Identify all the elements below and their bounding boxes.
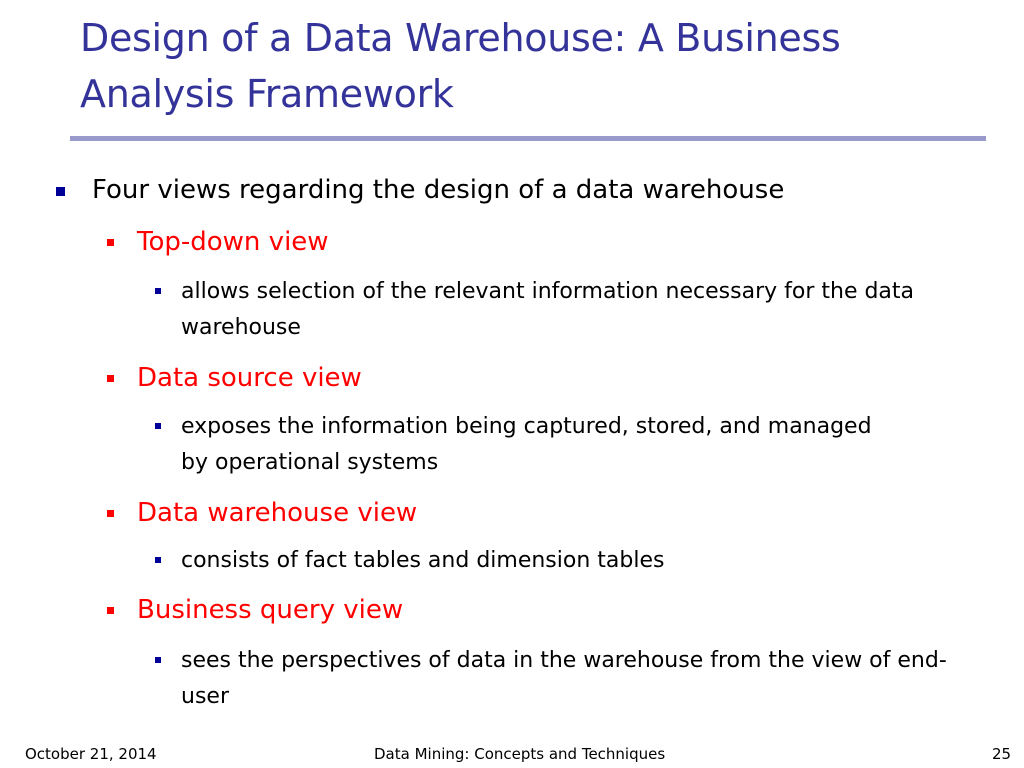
view-heading-text: Top-down view <box>137 227 329 257</box>
view-heading-data-source: Data source view <box>107 360 987 396</box>
view-detail-top-down: allows selection of the relevant informa… <box>155 274 971 346</box>
footer-title: Data Mining: Concepts and Techniques <box>374 745 666 763</box>
view-heading-business-query: Business query view <box>107 592 987 628</box>
view-detail-text: allows selection of the relevant informa… <box>181 279 915 340</box>
view-detail-text: sees the perspectives of data in the war… <box>181 648 947 709</box>
square-bullet-icon <box>155 423 161 429</box>
main-bullet-text: Four views regarding the design of a dat… <box>92 175 785 205</box>
view-detail-data-source: exposes the information being captured, … <box>155 409 881 481</box>
square-bullet-icon <box>107 607 114 614</box>
main-bullet: Four views regarding the design of a dat… <box>56 171 992 209</box>
view-detail-text: exposes the information being captured, … <box>181 414 872 475</box>
title-divider <box>70 136 986 141</box>
view-detail-data-warehouse: consists of fact tables and dimension ta… <box>155 543 971 579</box>
view-heading-text: Data warehouse view <box>137 498 418 528</box>
page-number: 25 <box>992 745 1012 763</box>
view-detail-business-query: sees the perspectives of data in the war… <box>155 643 971 715</box>
square-bullet-icon <box>107 510 114 517</box>
square-bullet-icon <box>155 657 161 663</box>
view-heading-top-down: Top-down view <box>107 224 987 260</box>
square-bullet-icon <box>155 557 161 563</box>
square-bullet-icon <box>155 288 161 294</box>
slide-title: Design of a Data Warehouse: A Business A… <box>80 16 841 116</box>
square-bullet-icon <box>107 375 114 382</box>
view-heading-text: Data source view <box>137 363 362 393</box>
square-bullet-icon <box>107 239 114 246</box>
view-heading-text: Business query view <box>137 595 404 625</box>
view-detail-text: consists of fact tables and dimension ta… <box>181 548 665 573</box>
view-heading-data-warehouse: Data warehouse view <box>107 495 987 531</box>
square-bullet-icon <box>56 187 65 196</box>
footer-date: October 21, 2014 <box>25 745 157 763</box>
